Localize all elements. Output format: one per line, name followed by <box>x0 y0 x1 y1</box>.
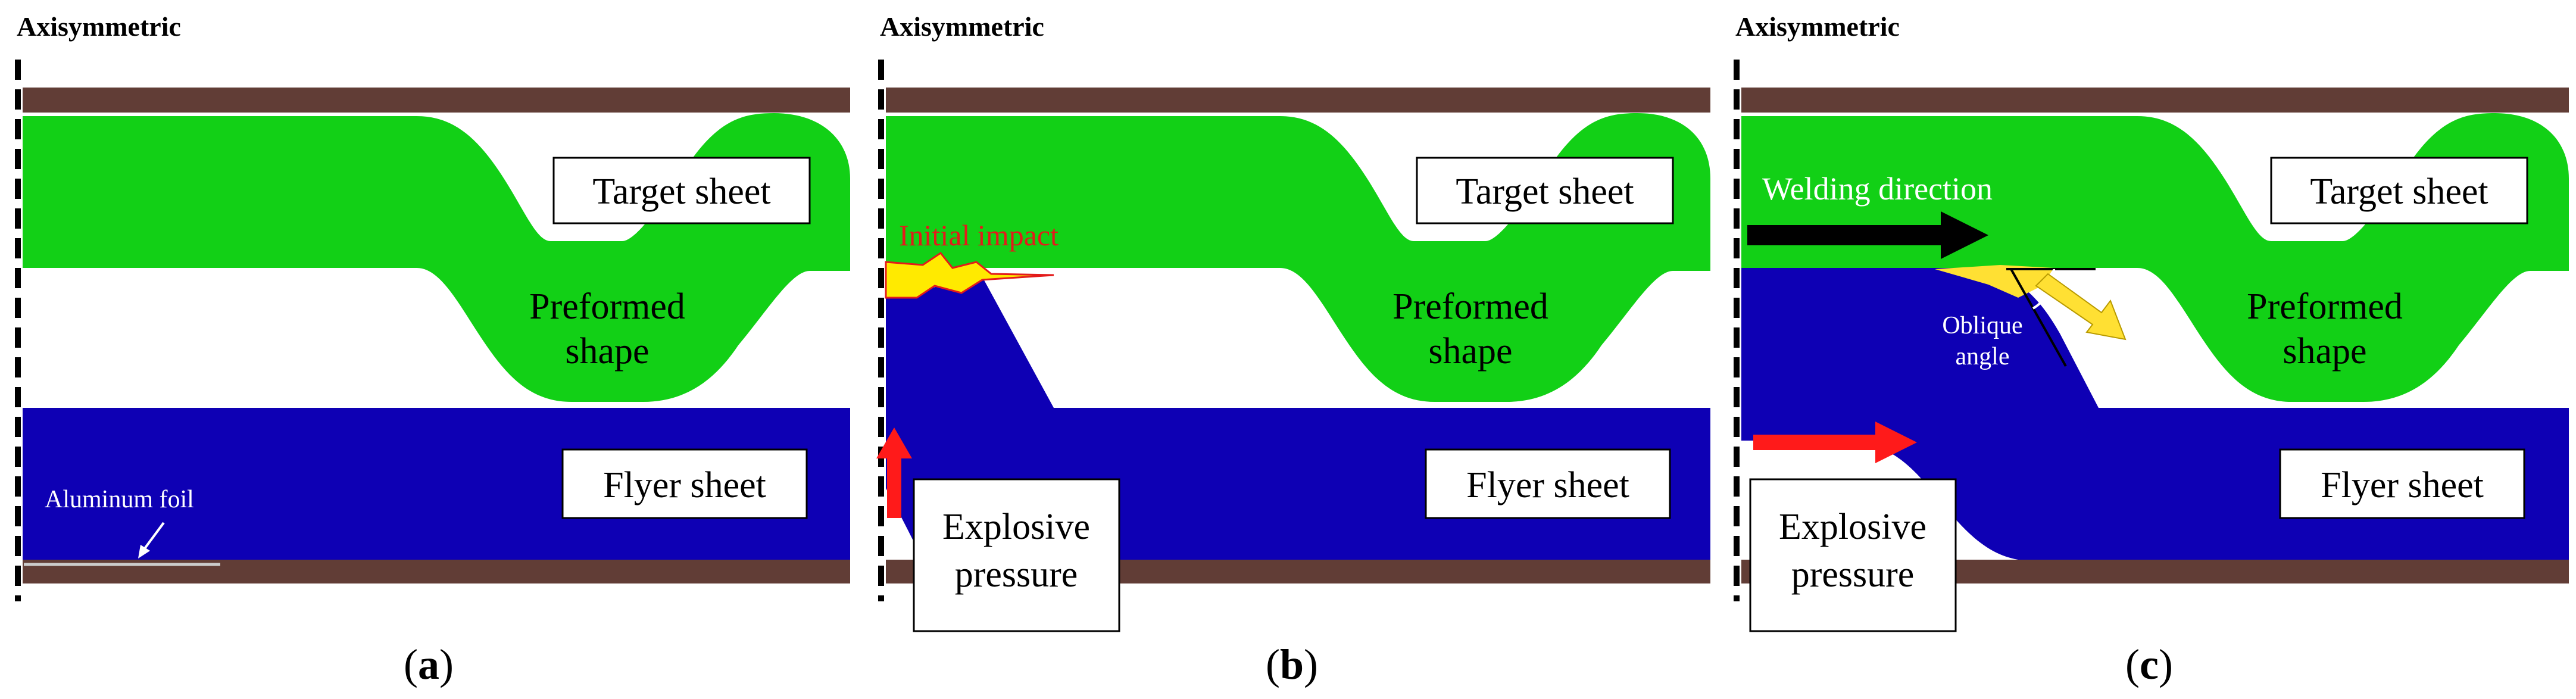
panel-c-pressure-label-2: pressure <box>1791 554 1915 595</box>
panel-b: Axisymmetric Initial impact Target sheet… <box>876 11 1710 688</box>
panel-a-shape-label-2: shape <box>565 331 649 372</box>
panel-a-top-plate <box>23 88 850 113</box>
panel-b-shape-label-2: shape <box>1428 331 1512 372</box>
panel-a-target-sheet <box>23 113 850 402</box>
panel-b-shape-label-1: Preformed <box>1392 286 1548 327</box>
panel-b-target-label: Target sheet <box>1456 171 1634 212</box>
panel-b-impact-label: Initial impact <box>899 219 1058 252</box>
panel-c-flyer-box <box>2279 448 2525 519</box>
panel-b-pressure-arrow <box>876 427 912 518</box>
panel-c-shape-label-1: Preformed <box>2247 286 2403 327</box>
panel-b-top-plate <box>886 88 1710 113</box>
panel-c-shape-label-2: shape <box>2283 331 2366 372</box>
panel-c-oblique-label-2: angle <box>1956 343 2010 370</box>
panel-a-flyer-label: Flyer sheet <box>603 465 766 505</box>
panel-b-target-box <box>1416 157 1674 224</box>
panel-a-foil-arrow <box>140 522 165 554</box>
panel-c-flyer-label: Flyer sheet <box>2321 465 2484 505</box>
panel-a-foil-label: Aluminum foil <box>45 486 194 513</box>
panel-b-flyer-label: Flyer sheet <box>1466 465 1629 505</box>
panel-c-target-sheet <box>1741 113 2569 402</box>
panel-a-shape-label-1: Preformed <box>529 286 685 327</box>
panel-a-target-label: Target sheet <box>592 171 770 212</box>
panel-b-pressure-box <box>913 478 1120 632</box>
panel-c-top-plate <box>1741 88 2569 113</box>
panel-c-caption: (c) <box>2125 641 2173 688</box>
panel-a-target-box <box>552 157 811 224</box>
panel-a-flyer-box <box>561 448 808 519</box>
panel-c-jet-label: Jet <box>2124 341 2150 367</box>
panel-c: Axisymmetric Welding direction Jet Obliq… <box>1734 11 2569 688</box>
panel-c-weld-arrow <box>1747 211 1988 259</box>
panel-b-caption: (b) <box>1266 641 1318 688</box>
panel-b-axis-label: Axisymmetric <box>880 11 1044 42</box>
panel-a-caption: (a) <box>404 641 454 688</box>
panel-c-target-box <box>2270 157 2528 224</box>
panel-c-angle-slope-line <box>2010 269 2067 367</box>
panel-c-weld-zone <box>1935 265 2054 298</box>
panel-c-weld-label: Welding direction <box>1762 171 1993 207</box>
panel-c-jet-arrow <box>2035 273 2127 341</box>
panel-c-pressure-arrow <box>1753 422 1917 463</box>
panel-a-foil-arrowhead <box>138 545 150 558</box>
panel-b-target-sheet <box>886 113 1710 402</box>
panel-b-pressure-label-1: Explosive <box>942 507 1090 547</box>
panel-a-axis-label: Axisymmetric <box>17 11 181 42</box>
panel-b-pressure-label-2: pressure <box>955 554 1078 595</box>
panel-b-flyer-box <box>1425 448 1671 519</box>
panel-c-oblique-label-1: Oblique <box>1942 312 2022 339</box>
panel-a: Axisymmetric Target sheet Preformed shap… <box>15 11 850 688</box>
panel-c-pressure-box <box>1749 478 1957 632</box>
panel-c-target-label: Target sheet <box>2310 171 2488 212</box>
panel-c-pressure-label-1: Explosive <box>1779 507 1926 547</box>
panel-c-axis-label: Axisymmetric <box>1735 11 1900 42</box>
panel-b-impact-flash <box>885 251 1054 299</box>
